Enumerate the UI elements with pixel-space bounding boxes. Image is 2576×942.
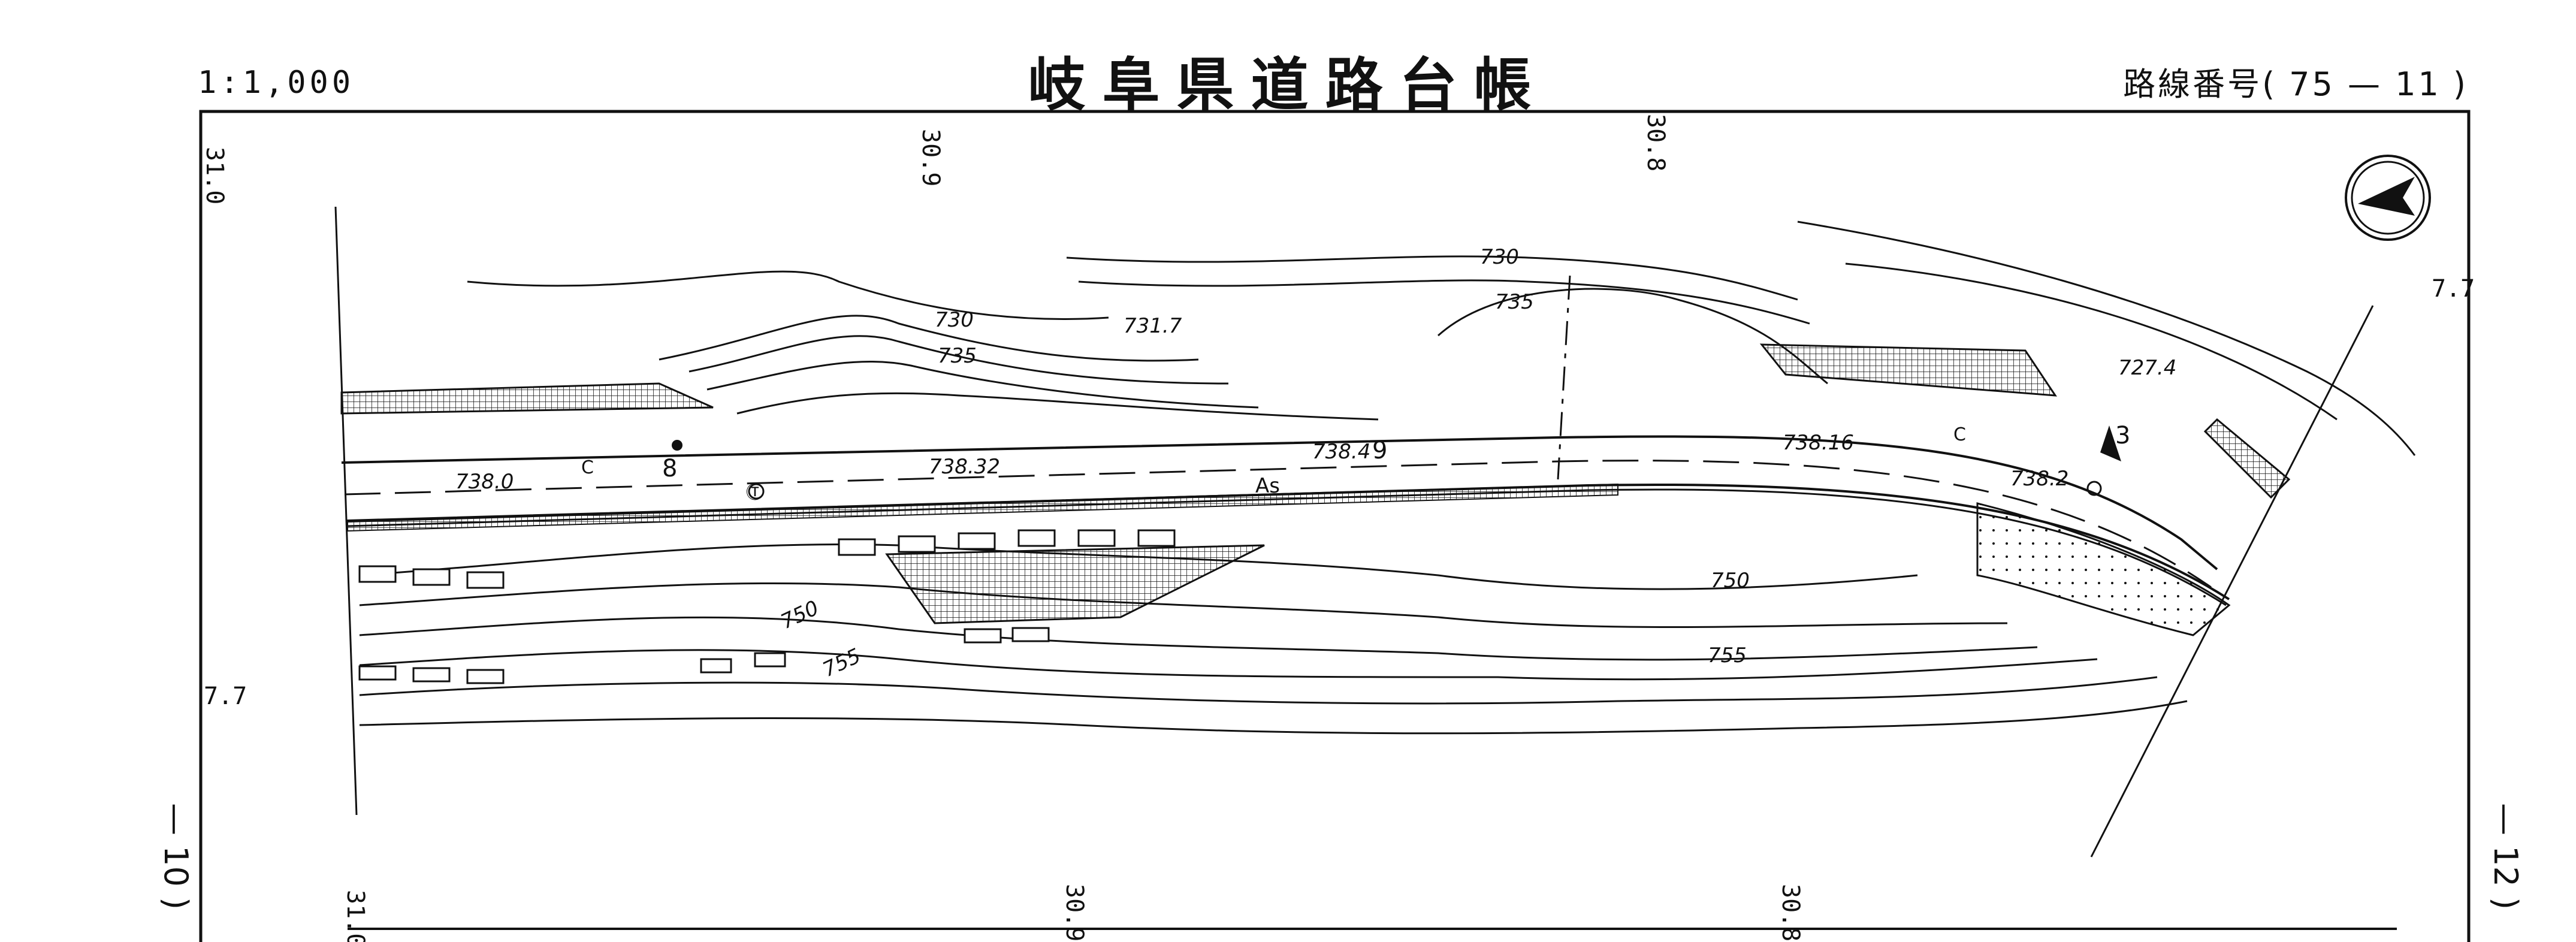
elevation-label: 738.16 <box>1783 431 1854 455</box>
elevation-label: 738.0 <box>455 470 514 494</box>
tree-symbol-label: Ⓣ <box>746 482 764 503</box>
sheet-edge-left <box>334 206 358 816</box>
station-label: 9 <box>1372 437 1387 464</box>
adjacent-sheet-left: — 10 ) <box>157 803 195 910</box>
contours <box>359 221 2416 735</box>
contour-label: 755 <box>1708 644 1747 668</box>
route-close: ) <box>2453 65 2468 103</box>
elevation-label: 731.7 <box>1124 314 1182 338</box>
contour-label: 730 <box>935 308 974 332</box>
station-label: 3 <box>2115 422 2130 449</box>
grid-label-top: 30.9 <box>917 129 944 186</box>
north-arrow-icon <box>2345 155 2431 241</box>
route-label: 路線番号( <box>2123 65 2278 103</box>
curve-symbol: C <box>1953 424 1966 445</box>
retaining-wall <box>347 483 1618 532</box>
elevation-label: 738.2 <box>2010 467 2068 491</box>
route-number-value: 75 — 11 <box>2289 65 2441 103</box>
grid-label-left-top: 31.0 <box>201 147 228 204</box>
contour-label: 730 <box>1480 245 1519 269</box>
direction-arrow-icon <box>2100 425 2121 461</box>
elevation-label: 738.4 <box>1312 440 1370 464</box>
grid-label-left: 7.7 <box>204 683 247 710</box>
sheet-edge-right <box>2090 305 2374 858</box>
grid-label-bottom: 30.9 <box>1061 884 1088 941</box>
retaining-wall <box>340 382 714 415</box>
curve-symbol: C <box>581 457 594 478</box>
road-centerline <box>344 460 2212 588</box>
grid-label-right: 7.7 <box>2432 275 2475 303</box>
survey-point-icon <box>672 440 682 451</box>
boundary <box>334 206 2374 858</box>
contour-label: 735 <box>1495 290 1534 314</box>
retaining-wall <box>2203 418 2291 499</box>
elevation-label: 727.4 <box>2118 356 2176 380</box>
grid-label-top: 30.8 <box>1642 114 1669 171</box>
tree-symbol-icon <box>748 483 765 500</box>
map-scale: 1:1,000 <box>198 65 355 101</box>
rock-area <box>1976 502 2231 636</box>
contour-label: 750 <box>777 596 823 634</box>
route-number: 路線番号( 75 — 11) <box>2123 58 2468 105</box>
road-edge-south <box>347 483 2230 600</box>
tree-symbol-icon <box>2086 481 2102 496</box>
contour-label: 750 <box>1711 569 1750 593</box>
retaining-wall <box>1759 343 2057 397</box>
elevation-label: 738.32 <box>929 455 1000 479</box>
surface-label: As <box>1255 474 1280 498</box>
contour-label: 735 <box>938 344 977 368</box>
station-label: 8 <box>662 455 677 482</box>
blocks <box>358 529 1176 684</box>
grid-label-bottom: 30.8 <box>1777 884 1804 941</box>
adjacent-sheet-right: — 12 ) <box>2487 803 2524 910</box>
map-title: 岐阜県道路台帳 <box>1028 52 1548 119</box>
retaining-wall <box>885 544 1265 624</box>
road-edge-north <box>341 435 2218 570</box>
contour-label: 755 <box>819 644 865 682</box>
map-frame <box>199 110 2471 942</box>
grid-label-bottom: 31.0 <box>342 890 369 942</box>
